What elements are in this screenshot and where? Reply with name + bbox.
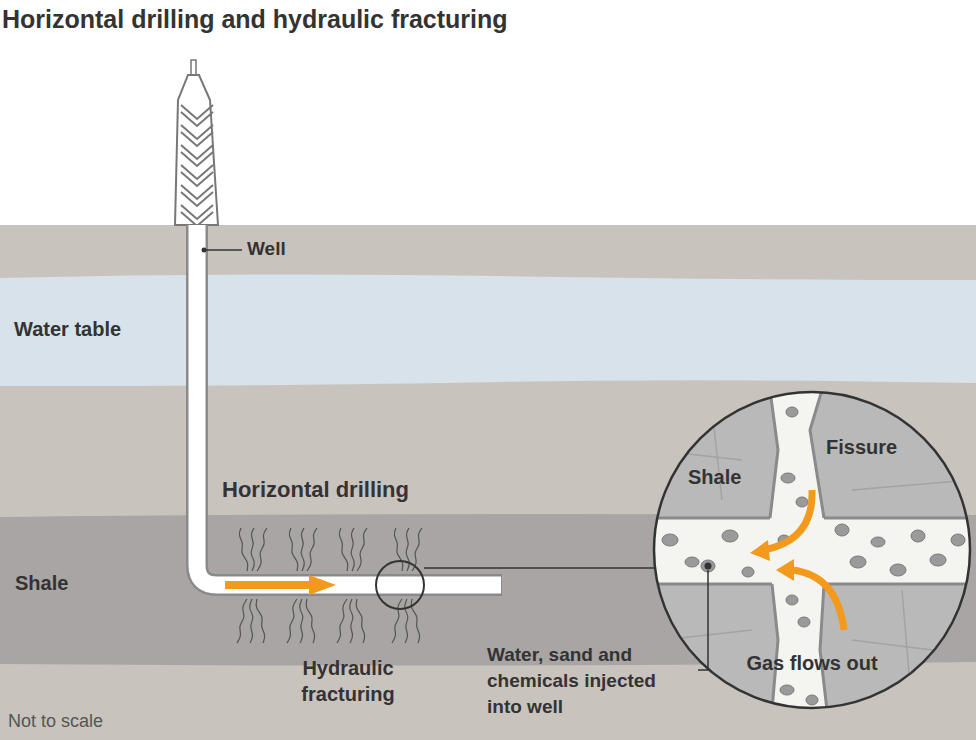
bracing-stroke xyxy=(181,112,213,126)
lens-content xyxy=(652,390,972,710)
sand-grain xyxy=(850,556,866,568)
gas-arrow xyxy=(792,570,844,630)
sand-grain xyxy=(890,564,906,576)
leader-dot xyxy=(705,563,712,570)
fracture-stroke xyxy=(351,528,354,571)
fracture-stroke xyxy=(406,528,409,571)
flow-arrow xyxy=(225,581,312,589)
sand-grain xyxy=(930,554,946,566)
earth-layer xyxy=(0,225,976,740)
fracture-stroke xyxy=(289,528,297,571)
fracture-stroke xyxy=(337,599,347,643)
fissure-wall xyxy=(820,584,827,710)
water-table-layer xyxy=(0,274,976,386)
part-label: Well xyxy=(247,238,286,260)
well-leader xyxy=(206,249,242,251)
bracing-stroke xyxy=(181,212,213,226)
bracing-stroke xyxy=(181,152,213,166)
fissure-wall xyxy=(652,517,770,520)
derrick-bracing xyxy=(181,105,213,226)
rock-crack xyxy=(652,450,742,460)
fracture-stroke xyxy=(256,599,264,643)
derrick-mast xyxy=(191,60,196,76)
rock-crack xyxy=(902,590,912,710)
fracture-stroke xyxy=(357,528,367,571)
rock-label: Shale xyxy=(688,466,741,489)
sand-grain xyxy=(722,530,738,542)
well-casing xyxy=(197,225,502,585)
fracture-stroke xyxy=(287,599,297,643)
fracture-lines xyxy=(237,528,422,643)
fracture-stroke xyxy=(301,528,304,571)
fracture-stroke xyxy=(237,599,247,643)
fracture-stroke xyxy=(394,528,402,571)
fracture-stroke xyxy=(250,599,253,643)
leader-dot xyxy=(202,248,207,253)
sand-grain xyxy=(781,473,795,483)
lens-outline xyxy=(654,392,970,708)
derrick xyxy=(175,75,218,225)
gas-label: Gas flows out xyxy=(746,652,877,675)
fracture-stroke xyxy=(239,528,247,571)
fissure-wall xyxy=(652,583,772,586)
scale-note: Not to scale xyxy=(8,711,103,732)
bracing-stroke xyxy=(181,132,213,146)
gas-arrowhead xyxy=(776,559,794,581)
fissure-wall xyxy=(770,390,778,518)
sand-grain xyxy=(780,685,794,695)
fracture-stroke xyxy=(350,599,353,643)
fracture-stroke xyxy=(257,528,267,571)
shale-rock xyxy=(652,390,972,710)
fracture-stroke xyxy=(405,599,408,643)
sand-grain xyxy=(685,557,699,567)
sand-grain xyxy=(786,595,798,605)
sand-grain xyxy=(911,530,925,542)
water-table-band: Water table xyxy=(0,275,976,385)
gas-arrowhead xyxy=(750,540,770,561)
layer-label: Shale xyxy=(15,572,68,595)
bracing-stroke xyxy=(181,172,213,186)
sand-grain xyxy=(835,524,849,536)
fracture-stroke xyxy=(306,599,314,643)
layer-label: Water table xyxy=(14,318,121,341)
fissure-wall xyxy=(824,517,972,520)
flow-arrowhead xyxy=(309,575,336,595)
fracture-stroke xyxy=(251,528,254,571)
process-label: Hydraulic fracturing xyxy=(281,655,415,707)
sand-grain xyxy=(796,497,808,507)
fracture-stroke xyxy=(392,599,402,643)
zoom-marker xyxy=(376,561,424,609)
diagram-title: Horizontal drilling and hydraulic fractu… xyxy=(2,5,508,34)
well-bore xyxy=(197,225,501,585)
sand-grain xyxy=(871,537,885,547)
fracture-stroke xyxy=(339,528,347,571)
fracture-stroke xyxy=(307,528,317,571)
sand-grain xyxy=(786,407,798,417)
sand-grain xyxy=(662,534,678,546)
fissure-label: Fissure xyxy=(826,436,897,459)
magnified-view: Shale FissureGas flows out xyxy=(652,390,972,710)
fracture-stroke xyxy=(356,599,364,643)
zoom-leader xyxy=(424,567,654,569)
fissure-wall xyxy=(824,583,972,586)
callout-label: Water, sand and chemicals injected into … xyxy=(487,642,692,720)
callout-leader xyxy=(698,570,708,670)
sand-grain xyxy=(742,567,754,577)
fracture-stroke xyxy=(300,599,303,643)
process-label: Horizontal drilling xyxy=(222,477,409,503)
sand-grain xyxy=(951,534,965,546)
sand-grain xyxy=(798,617,810,627)
fissure-wall xyxy=(772,584,778,710)
sand-grain xyxy=(806,695,818,705)
gas-arrow xyxy=(764,490,812,550)
bracing-stroke xyxy=(181,192,213,206)
